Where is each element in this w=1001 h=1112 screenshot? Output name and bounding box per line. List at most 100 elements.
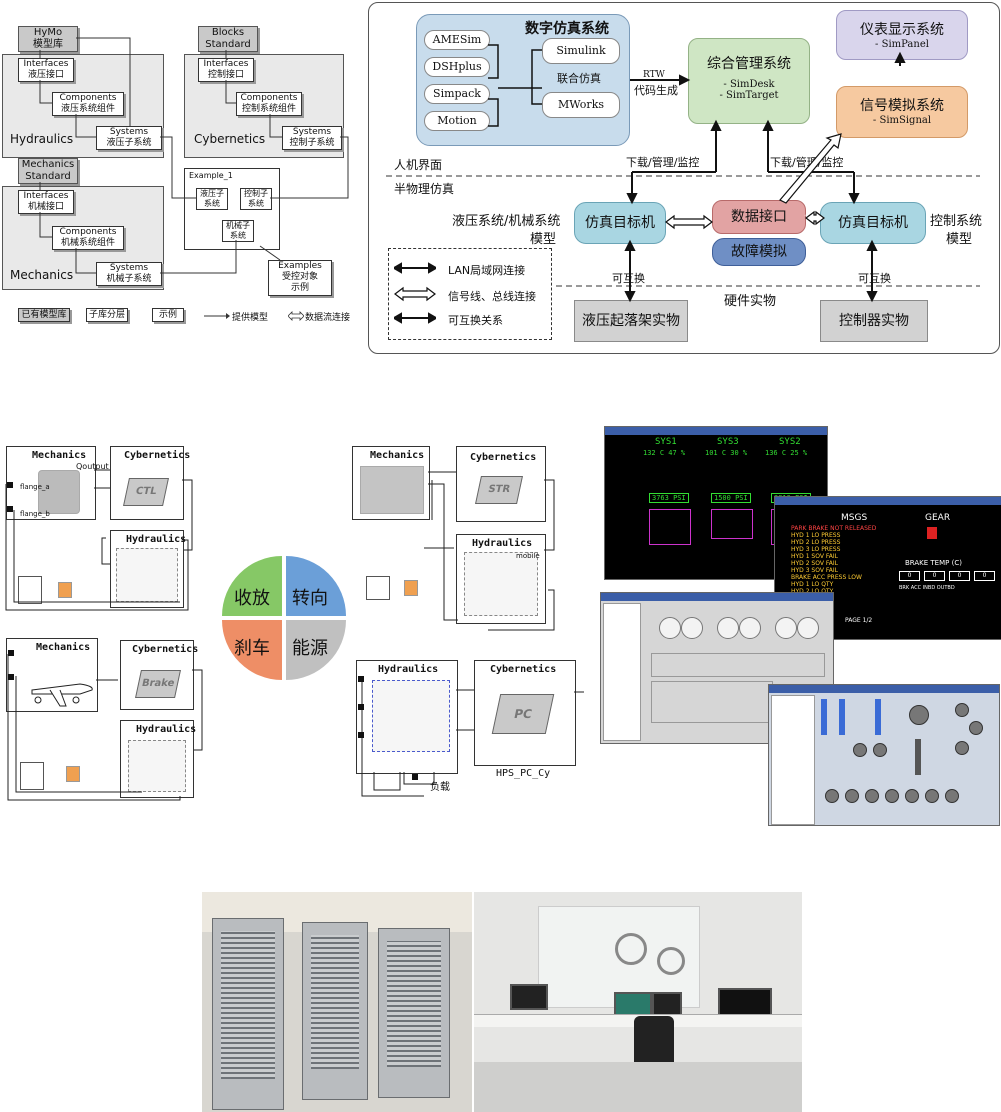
gauge-tree-panel (603, 603, 641, 741)
m3-world-icon (366, 576, 390, 600)
gear-indicator-icon (927, 527, 937, 539)
msg-line: HYD 2 LO PRESS (791, 539, 841, 546)
legend-dataflow-arrow-icon (288, 311, 304, 321)
legend-example: 示例 (152, 308, 184, 322)
msg-line: HYD 3 SOV FAIL (791, 567, 838, 574)
cyb-components-node: Components 控制系统组件 (236, 92, 302, 116)
signal-simsignal: - SimSignal (872, 115, 932, 126)
node-title: Components (59, 93, 117, 103)
left-model-label-1: 液压系统/机械系统 (452, 214, 561, 229)
download-right-label: 下载/管理/监控 (770, 156, 844, 169)
control-knob (969, 721, 983, 735)
m1-hydraulics-title: Hydraulics (126, 534, 187, 545)
mechanics-standard-header: Mechanics Standard (18, 158, 78, 184)
level-bar (875, 699, 881, 735)
m3-cybernetics-title: Cybernetics (470, 452, 537, 463)
node-subtitle: 液压子系统 (106, 138, 152, 148)
target-machine-left: 仿真目标机 (574, 202, 666, 244)
example-ctrl-label: 控制子系统 (244, 189, 268, 208)
brake-temp-values: 0 0 0 0 (899, 571, 995, 581)
cybernetics-category-label: Cybernetics (194, 132, 266, 146)
quadrant-steering (286, 556, 346, 616)
fault-simulation: 故障模拟 (712, 238, 806, 266)
aircraft-icon (31, 683, 93, 707)
legend-interchangeable: 可互换关系 (448, 314, 503, 327)
target-machine-right: 仿真目标机 (820, 202, 926, 244)
controller-hardware: 控制器实物 (820, 300, 928, 342)
msg-line: HYD 1 LO PRESS (791, 532, 841, 539)
arch-legend-box (388, 248, 552, 340)
blocks-title: Blocks (211, 27, 245, 38)
sys3-values: 101 C 30 % (705, 449, 748, 457)
legend-provide-arrow-icon (204, 313, 230, 319)
sys1-values: 132 C 47 % (643, 449, 686, 457)
wheel-graphic (657, 947, 685, 975)
hmi-label: 人机界面 (394, 158, 443, 172)
signal-sim-system: 信号模拟系统 - SimSignal (836, 86, 968, 138)
m3-wires (424, 471, 555, 631)
brake-sub-labels: BRK ACC INBD OUTBD (899, 585, 955, 591)
brake-temp-3: 0 (949, 571, 970, 581)
node-title: Components (240, 93, 298, 103)
right-model-label-1: 控制系统 (930, 214, 983, 229)
msgs-page-indicator: PAGE 1/2 (845, 617, 873, 624)
tool-amesim: AMESim (424, 30, 490, 50)
tool-simpack: Simpack (424, 84, 490, 104)
legend-signal-bus: 信号线、总线连接 (448, 290, 536, 303)
node-title: Systems (109, 263, 149, 273)
m1-wires (5, 469, 193, 611)
data-interface: 数据接口 (712, 200, 806, 234)
control-knob (873, 743, 887, 757)
steering-gear-image (360, 466, 424, 514)
msg-line: HYD 3 LO PRESS (791, 546, 841, 553)
m3-fluid-icon (404, 580, 418, 596)
msgs-titlebar (775, 497, 1001, 505)
msg-line: PARK BRAKE NOT RELEASED (791, 525, 877, 532)
quadrant-retraction (222, 556, 282, 616)
node-title: Interfaces (23, 59, 69, 69)
hyd-components-node: Components 液压系统组件 (52, 92, 124, 116)
quadrant-bl-label: 刹车 (234, 638, 270, 659)
architecture-frame (368, 2, 1000, 354)
brake-temp-title: BRAKE TEMP (C) (905, 559, 962, 567)
node-title: Interfaces (23, 191, 69, 201)
m1-world-icon (18, 576, 42, 604)
photo-floor (474, 1062, 802, 1112)
msg-line: BRAKE ACC PRESS LOW (791, 574, 862, 581)
rack-cabinet (302, 922, 368, 1100)
node-subtitle: 控制系统组件 (241, 104, 296, 114)
sys2-name: SYS2 (779, 437, 801, 447)
example-mech-label: 机械子系统 (226, 221, 250, 240)
hardware-label: 硬件实物 (724, 294, 777, 309)
control-titlebar (769, 685, 999, 693)
monitor (718, 988, 772, 1018)
legend-provide-label: 提供模型 (232, 313, 269, 323)
gauge-status-panel (651, 681, 773, 723)
msg-line: HYD 1 LO QTY (791, 581, 834, 588)
rtw-label: RTW (643, 70, 665, 80)
legend-sublibrary: 子库分层 (86, 308, 128, 322)
interchangeable-left-label: 可互换 (612, 272, 645, 285)
examples-sub1: 受控对象 (281, 272, 318, 282)
node-subtitle: 机械系统组件 (60, 238, 115, 248)
control-panel-screen (768, 684, 1000, 826)
gauge-dial (797, 617, 819, 639)
node-subtitle: 液压系统组件 (60, 104, 115, 114)
lab-room-photo (474, 892, 802, 1112)
m1-cybernetics-title: Cybernetics (124, 450, 191, 461)
control-knob (955, 741, 969, 755)
m2-hydraulics-title: Hydraulics (136, 724, 197, 735)
m3-mobile-label: mobile (516, 552, 540, 560)
control-knob (955, 703, 969, 717)
semi-physical-label: 半物理仿真 (394, 182, 455, 196)
interchangeable-right-label: 可互换 (858, 272, 891, 285)
arch-legend-icons (394, 262, 436, 324)
tool-simulink: Simulink (542, 38, 620, 64)
gauge-row-panel (651, 653, 825, 677)
quadrant-tl-label: 收放 (234, 588, 270, 609)
control-tree-panel (771, 695, 815, 825)
hyd-systems-node: Systems 液压子系统 (96, 126, 162, 150)
m4-hydraulic-circuit (372, 680, 450, 752)
digital-sim-title: 数字仿真系统 (525, 21, 609, 37)
example-hyd-subsystem: 液压子系统 (196, 188, 228, 210)
